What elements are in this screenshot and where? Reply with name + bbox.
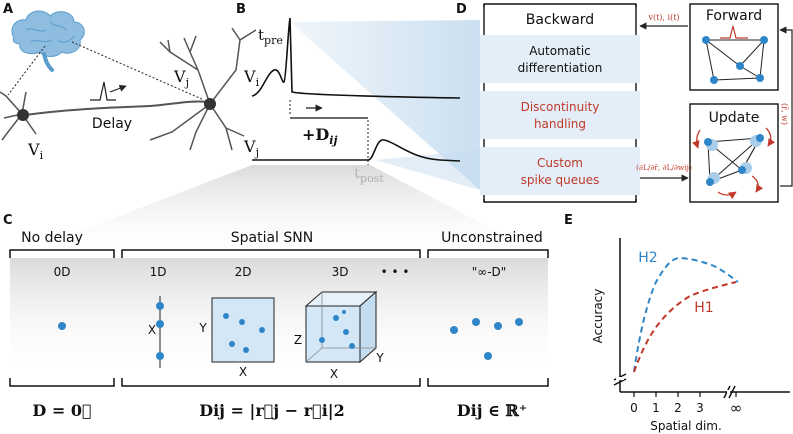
svg-text:2D: 2D: [235, 265, 252, 279]
svg-text:Y: Y: [375, 351, 384, 365]
svg-text:handling: handling: [534, 117, 586, 131]
svg-text:∞: ∞: [730, 399, 743, 417]
header-spatial-snn: Spatial SNN: [231, 230, 313, 246]
curve-h1: [633, 281, 737, 373]
svg-text:Automatic: Automatic: [529, 44, 591, 58]
svg-text:X: X: [148, 323, 156, 337]
svg-text:2: 2: [674, 401, 682, 415]
trace-vj: [252, 139, 461, 162]
svg-text:spike queues: spike queues: [521, 173, 600, 187]
panel-label-e: E: [564, 213, 573, 228]
svg-text:3D: 3D: [332, 265, 349, 279]
delay-label: Delay: [92, 116, 132, 132]
projection-fan: [290, 20, 480, 190]
svg-text:X: X: [239, 365, 247, 379]
svg-text:Custom: Custom: [537, 156, 583, 170]
vi-label: Vi: [27, 140, 44, 162]
svg-text:Discontinuity: Discontinuity: [521, 100, 600, 114]
update-title: Update: [709, 110, 760, 126]
brain-icon: [11, 10, 85, 72]
svg-text:differentiation: differentiation: [518, 61, 603, 75]
point-0d: [58, 322, 66, 330]
panel-d: Backward Automatic differentiation Disco…: [480, 3, 793, 203]
update-box: [689, 103, 779, 203]
y-axis-label: Accuracy: [591, 289, 605, 344]
panel-e: 0 1 2 3 ∞ Spatial dim. Accuracy H2 H1: [591, 238, 790, 433]
svg-text:X: X: [330, 367, 338, 381]
svg-text:1D: 1D: [150, 265, 167, 279]
x-axis-label: Spatial dim.: [650, 419, 722, 433]
svg-text:Z: Z: [294, 333, 302, 347]
header-unconstrained: Unconstrained: [441, 230, 543, 246]
gradient-label: (∂L/∂r̄, ∂L/∂wij): [636, 163, 692, 172]
eq-no-delay: D = 0⃗: [32, 401, 91, 420]
box-autodiff: [480, 35, 640, 83]
svg-text:0D: 0D: [54, 265, 71, 279]
side-loop-label: (r̄, w): [780, 103, 789, 125]
zoom-funnel: [10, 165, 548, 258]
neuron-j-icon: [204, 98, 216, 110]
eq-unconstrained: Dij ∈ ℝ⁺: [457, 401, 527, 420]
legend-h2: H2: [638, 250, 657, 266]
cube-3d: [304, 290, 378, 364]
svg-text:0: 0: [630, 401, 638, 415]
panel-label-a: A: [3, 2, 13, 17]
box-discontinuity: [480, 91, 640, 139]
vj-label-b: Vj: [243, 137, 259, 159]
panel-label-c: C: [3, 213, 13, 228]
svg-text:Y: Y: [198, 321, 207, 335]
panel-a: Delay Vi Vj: [0, 10, 257, 162]
forward-arrow-label: v(t), i(t): [647, 13, 679, 22]
legend-h1: H1: [694, 300, 713, 316]
panel-c: No delay Spatial SNN Unconstrained 0D 1D…: [9, 230, 549, 420]
svg-text:1: 1: [652, 401, 660, 415]
svg-text:3: 3: [696, 401, 704, 415]
svg-text:• • •: • • •: [381, 265, 410, 279]
curve-h2: [633, 256, 739, 373]
box-spike-queues: [480, 147, 640, 195]
vj-label-a: Vj: [173, 67, 189, 89]
panel-label-b: B: [236, 2, 246, 17]
forward-title: Forward: [706, 8, 762, 24]
header-no-delay: No delay: [21, 230, 83, 246]
delay-d-label: +Dij: [302, 125, 337, 147]
trace-vi: [251, 17, 461, 99]
neuron-i-icon: [17, 109, 29, 121]
tpre-label: tpre: [258, 26, 283, 47]
svg-text:"∞-D": "∞-D": [472, 265, 507, 279]
panel-label-d: D: [456, 2, 467, 17]
backward-title: Backward: [526, 12, 594, 28]
vi-label-b: Vi: [243, 67, 260, 89]
eq-spatial: Dij = |r⃗j − r⃗i|2: [199, 401, 345, 420]
